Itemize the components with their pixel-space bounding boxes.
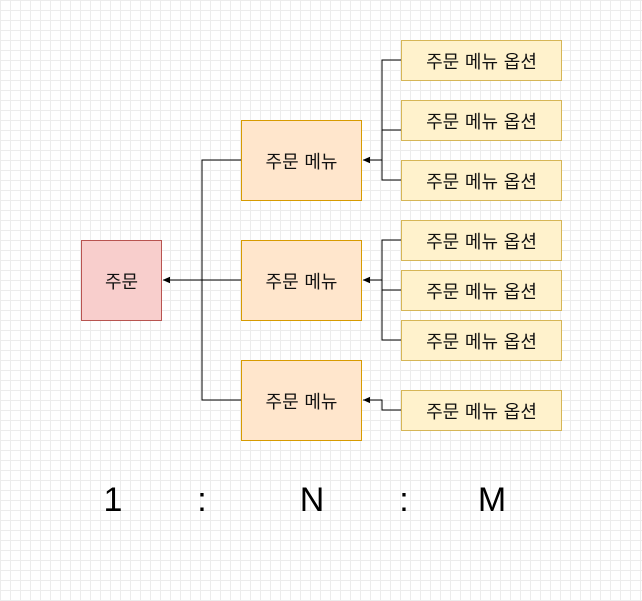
order-node[interactable]: 주문 (81, 240, 162, 321)
order-menu-option-label: 주문 메뉴 옵션 (426, 111, 537, 133)
order-menu-node-label: 주문 메뉴 (265, 391, 338, 413)
order-menu-option-node-1-3[interactable]: 주문 메뉴 옵션 (401, 160, 562, 201)
order-menu-option-label: 주문 메뉴 옵션 (426, 51, 537, 73)
edge-menu-3-to-order (163, 276, 241, 401)
edge-option-1-2-to-menu-1 (363, 129, 401, 164)
order-menu-node-3[interactable]: 주문 메뉴 (241, 360, 362, 441)
cardinality-order: 1 (103, 480, 123, 519)
order-menu-node-1[interactable]: 주문 메뉴 (241, 120, 362, 201)
order-menu-option-label: 주문 메뉴 옵션 (426, 331, 537, 353)
order-menu-node-label: 주문 메뉴 (265, 151, 338, 173)
edge-option-1-3-to-menu-1 (363, 156, 401, 181)
order-menu-option-node-2-2[interactable]: 주문 메뉴 옵션 (401, 270, 562, 311)
order-menu-option-node-2-3[interactable]: 주문 메뉴 옵션 (401, 320, 562, 361)
order-menu-node-2[interactable]: 주문 메뉴 (241, 240, 362, 321)
order-menu-option-node-1-2[interactable]: 주문 메뉴 옵션 (401, 100, 562, 141)
order-menu-option-label: 주문 메뉴 옵션 (426, 281, 537, 303)
cardinality-option: M (477, 480, 507, 519)
edge-menu-1-to-order (163, 159, 241, 284)
order-menu-option-node-3-1[interactable]: 주문 메뉴 옵션 (401, 390, 562, 431)
order-node-label: 주문 (104, 271, 139, 293)
order-menu-option-label: 주문 메뉴 옵션 (426, 231, 537, 253)
edge-option-3-1-to-menu-3 (363, 396, 401, 411)
order-menu-option-node-2-1[interactable]: 주문 메뉴 옵션 (401, 220, 562, 261)
order-menu-option-label: 주문 메뉴 옵션 (426, 171, 537, 193)
order-menu-option-node-1-1[interactable]: 주문 메뉴 옵션 (401, 40, 562, 81)
cardinality-menu: N (299, 480, 325, 519)
cardinality-separator-2: : (399, 480, 409, 519)
cardinality-separator-1: : (197, 480, 207, 519)
edge-option-2-1-to-menu-2 (363, 239, 401, 284)
edge-option-2-3-to-menu-2 (363, 276, 401, 341)
order-menu-option-label: 주문 메뉴 옵션 (426, 401, 537, 423)
order-menu-node-label: 주문 메뉴 (265, 271, 338, 293)
